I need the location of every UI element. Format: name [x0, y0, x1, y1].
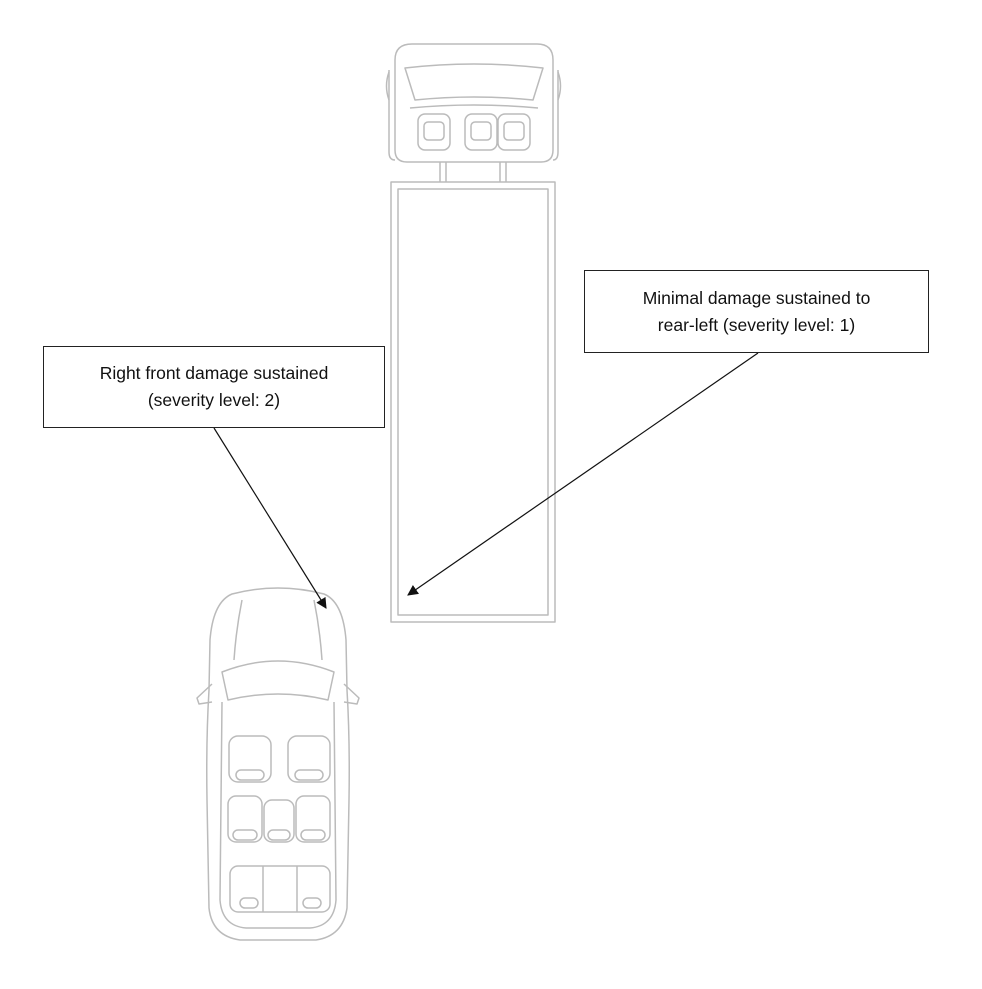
car-body: [206, 587, 350, 941]
car-middle-center-seat: [263, 799, 295, 843]
truck-damage-callout: Minimal damage sustained to rear-left (s…: [584, 270, 929, 353]
truck-cab: [394, 43, 554, 163]
car-damage-arrow: [213, 427, 327, 609]
truck-damage-arrow: [407, 352, 759, 596]
car-rear-bench: [229, 865, 331, 913]
truck-left-mirror: [385, 71, 390, 101]
car-front-right-seat: [287, 735, 331, 783]
car-damage-text-line1: Right front damage sustained: [99, 363, 329, 383]
truck-damage-text-line2: rear-left (severity level: 1): [657, 314, 856, 335]
car-middle-right-seat: [295, 795, 331, 843]
car-top-view: [196, 587, 360, 941]
truck-right-mirror: [557, 71, 562, 101]
car-front-left-seat: [228, 735, 272, 783]
truck-windshield: [404, 63, 544, 101]
car-windshield: [221, 660, 335, 701]
car-damage-callout: Right front damage sustained (severity l…: [43, 346, 385, 428]
truck-trailer-inner: [397, 188, 549, 616]
truck-seat-passenger-2: [497, 113, 531, 151]
truck-damage-text-line1: Minimal damage sustained to: [642, 287, 871, 308]
car-damage-text-line2: (severity level: 2): [147, 390, 281, 410]
truck-seat-driver: [417, 113, 451, 151]
car-left-mirror: [196, 683, 213, 705]
truck-seat-passenger: [464, 113, 498, 151]
car-right-mirror: [343, 683, 360, 705]
truck-top-view: [385, 43, 562, 623]
car-middle-left-seat: [227, 795, 263, 843]
truck-trailer: [390, 181, 556, 623]
